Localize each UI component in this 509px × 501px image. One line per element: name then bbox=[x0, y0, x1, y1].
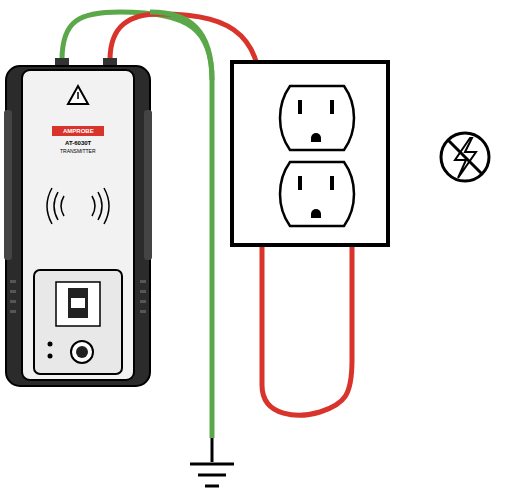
no-voltage-symbol bbox=[441, 133, 489, 181]
ground-symbol bbox=[190, 438, 234, 486]
transmitter-device bbox=[4, 58, 152, 386]
model-label: AT-6030T bbox=[65, 140, 91, 146]
wall-plate bbox=[232, 62, 388, 245]
brand-label: AMPROBE bbox=[63, 128, 94, 134]
green-wire-crossing bbox=[150, 12, 212, 80]
model-label: TRANSMITTER bbox=[60, 149, 96, 154]
receptacles bbox=[280, 86, 354, 226]
receptacle-slots bbox=[298, 100, 334, 218]
